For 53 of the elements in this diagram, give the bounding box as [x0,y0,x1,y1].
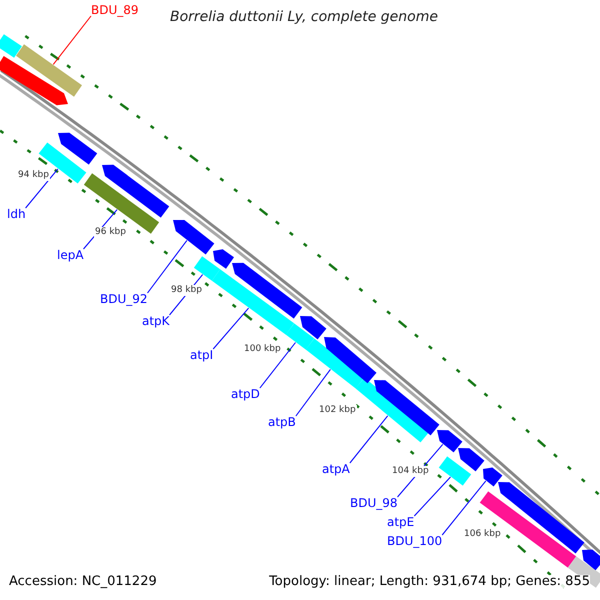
gene-bar [480,491,576,568]
gene-bar [286,323,314,350]
pointed-gene-bar [582,550,600,570]
gene-label: BDU_89 [91,4,139,16]
leader-line [295,368,331,416]
scale-label: 104 kbp [391,466,430,477]
gene-bar [306,338,364,388]
pointed-gene-bar [437,430,462,452]
scale-label: 106 kbp [463,529,502,540]
pointed-gene-bar [0,56,68,106]
gene-label: atpA [322,463,350,475]
pointed-gene-bar [374,380,440,436]
gene-label: BDU_100 [387,535,442,547]
scale-label: 98 kbp [170,285,203,296]
gene-label: atpE [387,516,414,528]
pointed-gene-bar [300,316,326,340]
pointed-gene-bar [458,448,484,472]
gene-bar [0,34,22,58]
gene-bar [194,256,220,281]
leader-line [349,415,388,464]
gene-label: atpI [190,349,214,361]
gene-label: atpB [268,416,296,428]
pointed-gene-bar [483,468,502,486]
pointed-gene-bar [173,220,214,254]
info-text: Topology: linear; Length: 931,674 bp; Genes: 855 [269,575,590,588]
gene-label: BDU_98 [350,497,398,509]
leader-line [147,240,188,294]
scale-label: 100 kbp [243,344,282,355]
leader-line [52,16,92,65]
leader-line [259,342,296,388]
scale-label: 94 kbp [17,170,50,181]
info-text: Accession: NC_011229 [9,575,157,588]
gene-bar [438,456,472,486]
map-title: Borrelia duttonii Ly, complete genome [170,10,438,24]
gene-label: lepA [57,249,84,261]
pointed-gene-bar [324,337,376,384]
leader-line [212,308,250,350]
scale-label: 102 kbp [318,405,357,416]
pointed-gene-bar [58,132,98,165]
gene-bar [568,556,600,588]
gene-bar [84,173,160,234]
gene-bar [212,269,294,335]
gene-label: BDU_92 [100,293,148,305]
scale-label: 96 kbp [94,227,127,238]
gene-label: ldh [7,208,26,220]
gene-label: atpK [142,315,170,327]
pointed-gene-bar [232,262,302,319]
pointed-gene-bar [102,164,170,218]
gene-label: atpD [231,388,260,400]
gene-bar [16,44,82,97]
leader-line [25,168,58,208]
leader-line [442,480,486,536]
leader-line [414,476,451,516]
